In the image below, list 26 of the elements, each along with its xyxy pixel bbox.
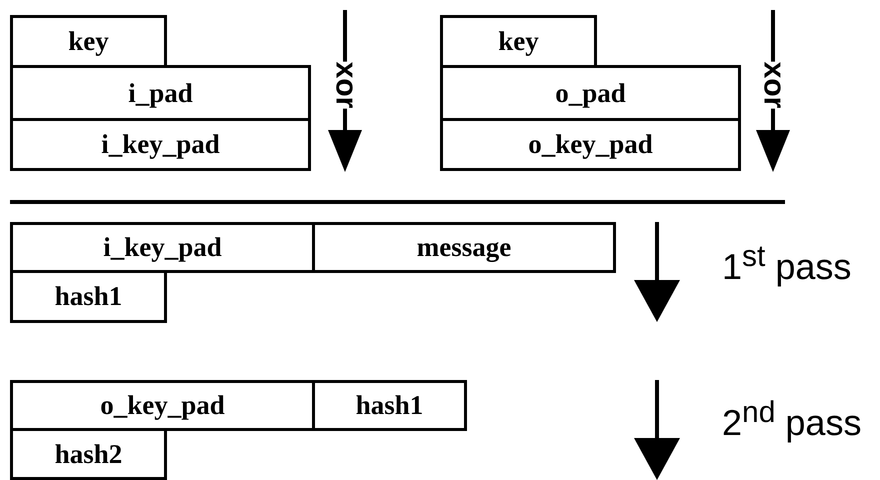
field-box bbox=[10, 380, 315, 431]
step-label: 2$^{nd}$ pass bbox=[722, 396, 862, 444]
field-name: o_pad bbox=[555, 78, 626, 108]
field-name: message bbox=[416, 232, 512, 263]
field-box bbox=[312, 222, 616, 273]
field-box bbox=[440, 65, 741, 121]
field-box bbox=[10, 118, 311, 171]
field-box bbox=[10, 222, 315, 273]
field-name: key bbox=[498, 26, 539, 57]
field-box bbox=[10, 65, 311, 121]
step-label: 1$^{st}$ pass bbox=[722, 240, 852, 288]
field-box bbox=[440, 15, 597, 68]
field-name: hash2 bbox=[54, 438, 122, 470]
field-name: hash1 bbox=[356, 390, 424, 421]
field-name: i_key_pad bbox=[101, 129, 220, 160]
field-name: key bbox=[68, 26, 109, 57]
field-box bbox=[10, 428, 167, 480]
field-box bbox=[312, 380, 467, 431]
field-name: o_key_pad bbox=[528, 129, 653, 160]
field-box bbox=[10, 15, 167, 68]
field-name: o_key_pad bbox=[100, 390, 225, 421]
field-name: i_pad bbox=[128, 78, 193, 108]
field-name: i_key_pad bbox=[103, 232, 222, 263]
field-box bbox=[440, 118, 741, 171]
field-name: hash1 bbox=[54, 281, 122, 312]
field-box bbox=[10, 270, 167, 323]
